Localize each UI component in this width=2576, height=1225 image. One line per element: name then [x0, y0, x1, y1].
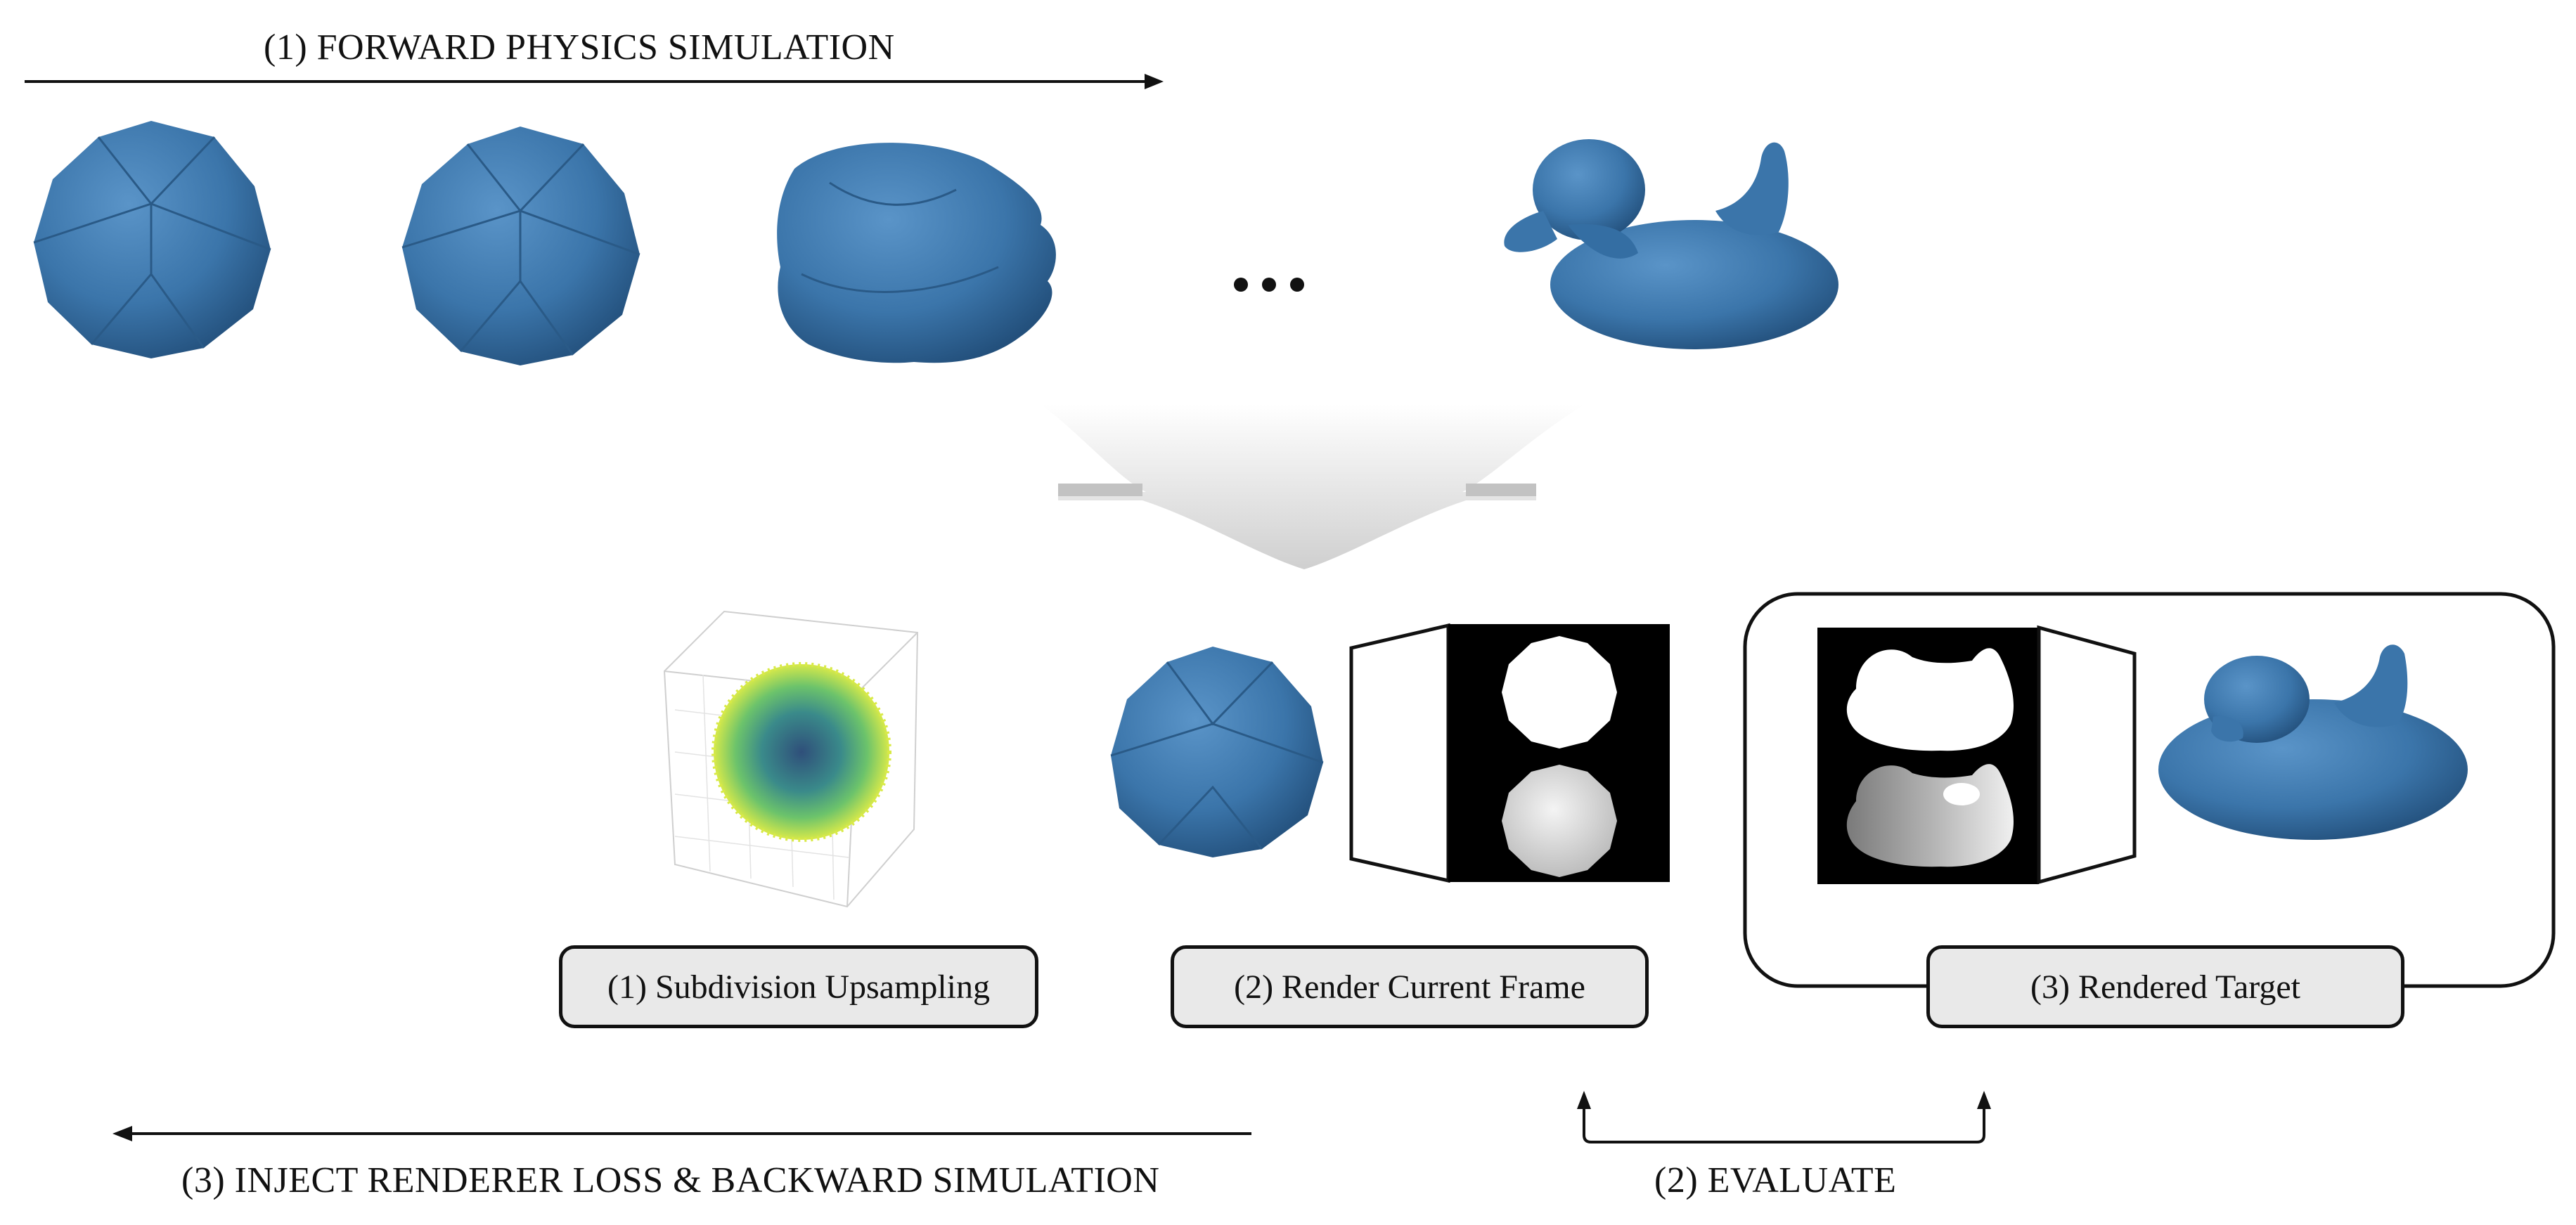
evaluate-bracket-arrow [1577, 1091, 1991, 1143]
funnel-arrow-icon [1041, 404, 1585, 569]
mesh-current-frame [1110, 647, 1324, 857]
mesh-duck [1504, 139, 1838, 349]
target-silhouette [1846, 648, 2014, 751]
forward-arrow [25, 74, 1164, 89]
mesh-target-duck [2158, 644, 2468, 840]
silhouette-render [1502, 636, 1617, 748]
rendered-target-projection [2037, 625, 2137, 885]
rendered-target-step: (3) Rendered Target [1926, 945, 2404, 1028]
mesh-icosphere-1 [33, 121, 271, 358]
inject-loss-label: (3) INJECT RENDERER LOSS & BACKWARD SIMU… [181, 1160, 1160, 1200]
backward-arrow [112, 1126, 1251, 1141]
point-cloud-plot [663, 610, 919, 908]
evaluate-label: (2) EVALUATE [1654, 1160, 1897, 1200]
render-current-frame-step: (2) Render Current Frame [1171, 945, 1649, 1028]
mesh-deforming [777, 143, 1056, 363]
subdivision-upsampling-step: (1) Subdivision Upsampling [559, 945, 1038, 1028]
forward-simulation-label: (1) FORWARD PHYSICS SIMULATION [264, 27, 895, 67]
render-current-projection [1349, 623, 1450, 883]
mesh-icosphere-2 [401, 127, 640, 365]
rendered-target-images [1817, 628, 2039, 884]
depth-render [1502, 765, 1617, 877]
render-current-images [1448, 624, 1670, 882]
ellipsis-icon [1234, 278, 1304, 292]
target-depth [1846, 764, 2014, 867]
